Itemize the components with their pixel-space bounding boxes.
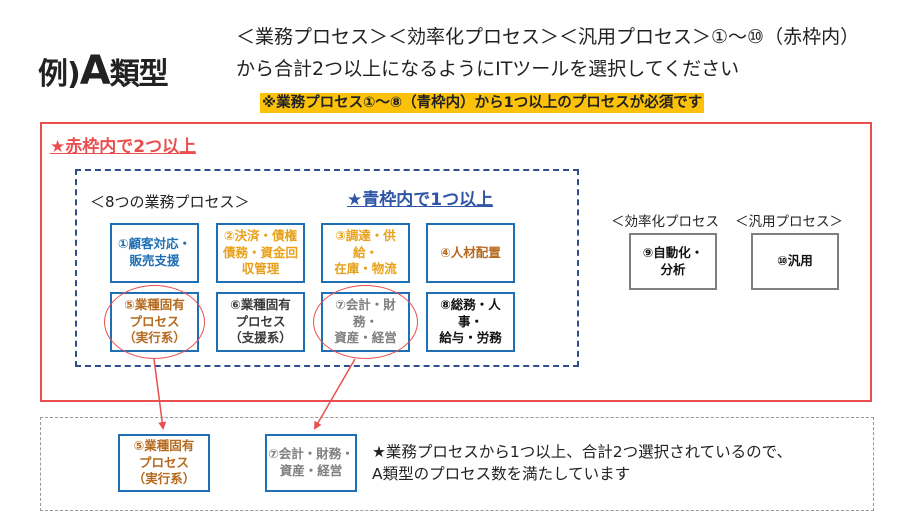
blue-frame-label: ★青枠内で1つ以上 xyxy=(347,190,494,210)
process-box-9: ⑨自動化・ 分析 xyxy=(629,233,717,290)
title-rei: 例) xyxy=(38,57,81,92)
conclusion-text: ★業務プロセスから1つ以上、合計2つ選択されているので、 A類型のプロセス数を満… xyxy=(372,443,793,484)
process-box-3: ③調達・供給・ 在庫・物流 xyxy=(321,223,410,283)
diagram-title: 例)A類型 xyxy=(38,48,169,94)
process-box-4: ④人材配置 xyxy=(426,223,515,283)
general-process-title: ＜汎用プロセス＞ xyxy=(735,214,843,230)
required-note: ※業務プロセス①～⑧（青枠内）から1つ以上のプロセスが必須です xyxy=(260,93,705,113)
process-box-6: ⑥業種固有 プロセス （支援系） xyxy=(216,292,305,352)
arrow-to-selected-7 xyxy=(313,358,356,430)
arrow-to-selected-5 xyxy=(153,358,167,430)
selection-ellipse-5 xyxy=(104,285,205,359)
process-box-10: ⑩汎用 xyxy=(751,233,839,290)
process-box-8: ⑧総務・人事・ 給与・労務 xyxy=(426,292,515,352)
process-box-2: ②決済・債権 債務・資金回 収管理 xyxy=(216,223,305,283)
result-frame xyxy=(40,417,874,511)
blue-frame xyxy=(75,169,579,367)
process-box-1: ①顧客対応・ 販売支援 xyxy=(110,223,199,283)
title-a: A xyxy=(79,48,111,94)
instruction-line-1: ＜業務プロセス＞＜効率化プロセス＞＜汎用プロセス＞①～⑩（赤枠内） xyxy=(236,26,860,48)
selected-box-5: ⑤業種固有 プロセス （実行系） xyxy=(118,434,210,492)
business-process-title: ＜8つの業務プロセス＞ xyxy=(90,193,250,211)
selected-box-7: ⑦会計・財務・ 資産・経営 xyxy=(265,434,357,492)
selection-ellipse-7 xyxy=(313,285,418,359)
red-frame xyxy=(40,122,872,402)
title-ruikei: 類型 xyxy=(109,57,169,92)
instruction-line-2: から合計2つ以上になるようにITツールを選択してください xyxy=(236,58,740,80)
red-frame-label: ★赤枠内で2つ以上 xyxy=(50,137,197,157)
efficiency-process-title: ＜効率化プロセス xyxy=(611,214,719,230)
